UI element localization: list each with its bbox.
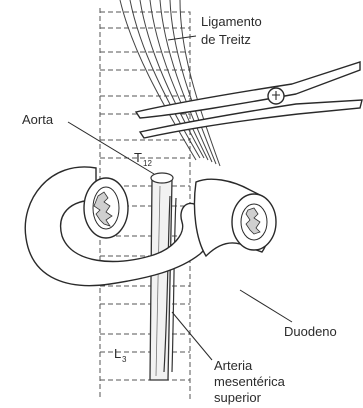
label-ligament-line2: de Treitz [201, 32, 251, 47]
label-l3-sub: 3 [122, 355, 127, 364]
label-t12-sub: 12 [143, 159, 152, 168]
label-l3: L [114, 346, 121, 361]
duodenum [25, 167, 276, 286]
label-ligament-line1: Ligamento [201, 14, 262, 29]
surgical-clamp [136, 62, 362, 138]
label-arteria-line2: mesentérica [214, 374, 286, 389]
label-arteria-line1: Arteria [214, 358, 253, 373]
label-duodeno: Duodeno [284, 324, 337, 339]
label-aorta: Aorta [22, 112, 54, 127]
label-t12: T [134, 150, 142, 165]
label-arteria-line3: superior [214, 390, 262, 405]
